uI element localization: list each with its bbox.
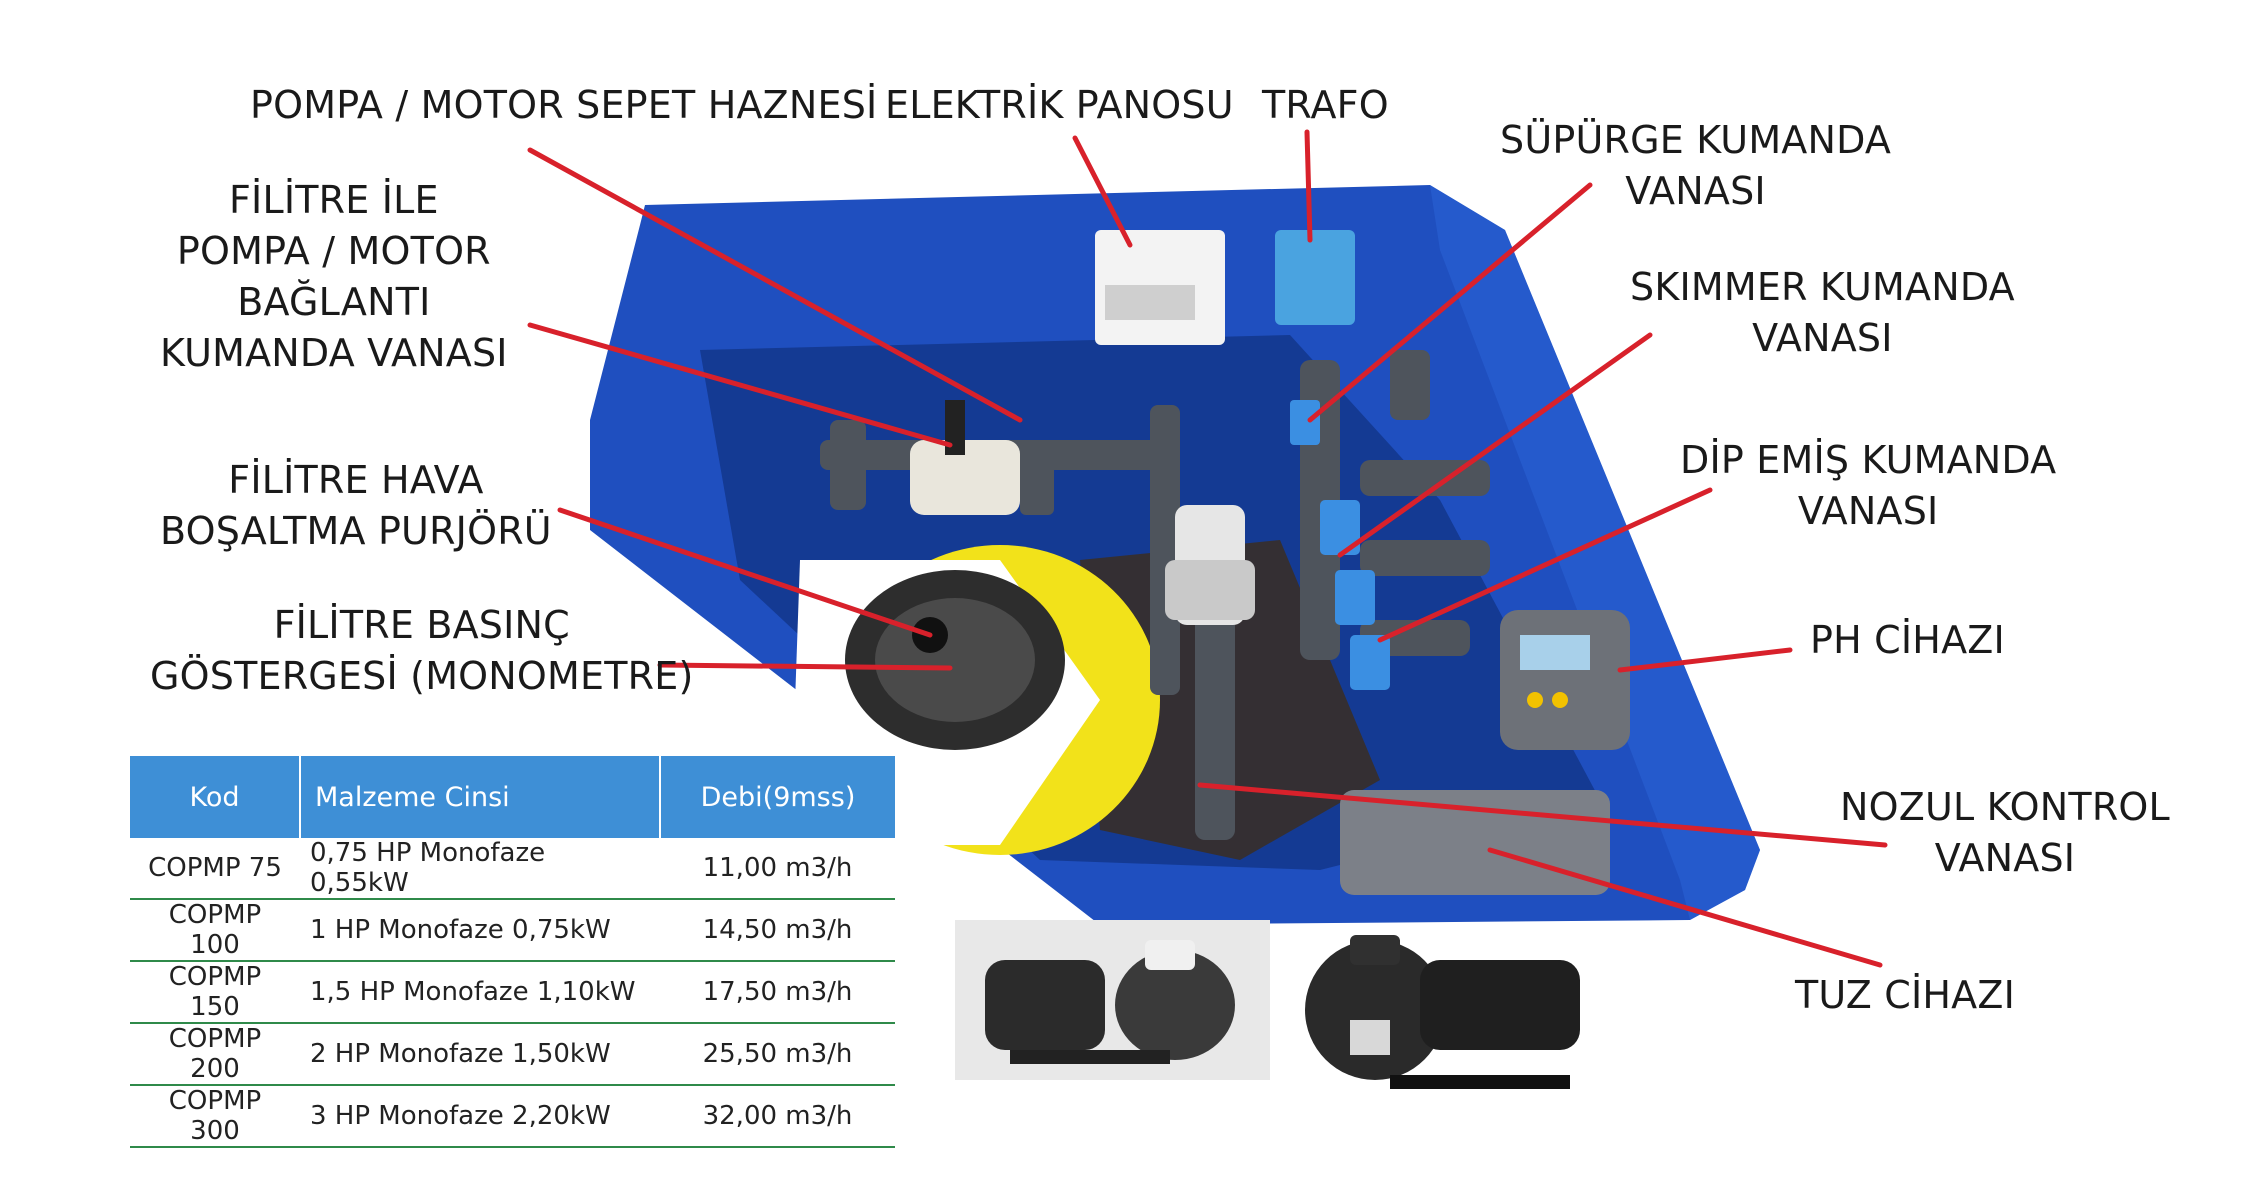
cell-kod: COPMP 75 (130, 838, 300, 900)
header-kod: Kod (130, 756, 301, 838)
pump-photo-2 (1305, 935, 1580, 1089)
label-dip-emis: DİP EMİŞ KUMANDA VANASI (1680, 438, 2057, 533)
pointer-dip-emis (1377, 487, 1713, 643)
pointer-skimmer (1337, 332, 1653, 558)
cell-debi: 17,50 m3/h (660, 961, 895, 1024)
label-filitre-basinc: FİLİTRE BASINÇ GÖSTERGESİ (MONOMETRE) (150, 603, 694, 698)
pump-spec-table: Kod Malzeme Cinsi Debi(9mss) COPMP 75 0,… (130, 756, 895, 1148)
cell-kod: COPMP 200 (130, 1023, 300, 1086)
header-debi: Debi(9mss) (660, 756, 895, 838)
table-row: COPMP 75 0,75 HP Monofaze 0,55kW 11,00 m… (130, 838, 895, 900)
pointer-nozul (1197, 782, 1888, 848)
multiport-valve (910, 400, 1020, 515)
label-pompa-motor-sepet: POMPA / MOTOR SEPET HAZNESİ (250, 83, 878, 127)
label-nozul: NOZUL KONTROL VANASI (1840, 785, 2170, 880)
cell-malzeme: 2 HP Monofaze 1,50kW (300, 1023, 660, 1086)
salt-device (1340, 790, 1610, 895)
cell-debi: 25,50 m3/h (660, 1023, 895, 1086)
label-filitre-hava: FİLİTRE HAVA BOŞALTMA PURJÖRÜ (160, 458, 552, 553)
cell-kod: COPMP 300 (130, 1085, 300, 1148)
pointer-pompa-motor-sepet (527, 147, 1023, 423)
label-elektrik-panosu: ELEKTRİK PANOSU (885, 83, 1234, 127)
pump-photo-1 (955, 920, 1270, 1080)
label-tuz: TUZ CİHAZI (1795, 973, 2016, 1017)
cell-kod: COPMP 150 (130, 961, 300, 1024)
pointer-elektrik-panosu (1072, 135, 1133, 248)
label-trafo: TRAFO (1262, 83, 1389, 127)
pointer-filitre-baglanti (527, 322, 953, 448)
label-filitre-baglanti: FİLİTRE İLE POMPA / MOTOR BAĞLANTI KUMAN… (160, 178, 508, 375)
label-supurge: SÜPÜRGE KUMANDA VANASI (1500, 118, 1892, 213)
cell-debi: 14,50 m3/h (660, 899, 895, 962)
ph-device (1500, 610, 1630, 750)
blue-valve-handles (1290, 400, 1390, 690)
cell-malzeme: 1 HP Monofaze 0,75kW (300, 899, 660, 962)
cell-debi: 11,00 m3/h (660, 838, 895, 900)
pointer-tuz (1487, 847, 1883, 968)
cell-malzeme: 0,75 HP Monofaze 0,55kW (300, 838, 660, 900)
cell-malzeme: 1,5 HP Monofaze 1,10kW (300, 961, 660, 1024)
table-row: COPMP 300 3 HP Monofaze 2,20kW 32,00 m3/… (130, 1085, 895, 1148)
pointer-ph (1617, 647, 1793, 673)
cell-debi: 32,00 m3/h (660, 1085, 895, 1148)
transformer (1275, 230, 1355, 325)
label-skimmer: SKIMMER KUMANDA VANASI (1630, 265, 2015, 360)
electric-panel (1095, 230, 1225, 345)
table-row: COPMP 200 2 HP Monofaze 1,50kW 25,50 m3/… (130, 1023, 895, 1086)
label-ph: PH CİHAZI (1810, 618, 2005, 662)
header-malzeme-cinsi: Malzeme Cinsi (300, 756, 661, 838)
pump-strainer (1165, 505, 1255, 625)
table-row: COPMP 150 1,5 HP Monofaze 1,10kW 17,50 m… (130, 961, 895, 1024)
pointer-trafo (1304, 129, 1313, 243)
pointer-lines (527, 129, 1888, 968)
pointer-supurge (1307, 182, 1593, 423)
cell-malzeme: 3 HP Monofaze 2,20kW (300, 1085, 660, 1148)
pointer-filitre-basinc (657, 662, 953, 671)
table-row: COPMP 100 1 HP Monofaze 0,75kW 14,50 m3/… (130, 899, 895, 962)
table-header-row: Kod Malzeme Cinsi Debi(9mss) (130, 756, 895, 838)
cell-kod: COPMP 100 (130, 899, 300, 962)
pointer-filitre-hava (557, 507, 933, 638)
